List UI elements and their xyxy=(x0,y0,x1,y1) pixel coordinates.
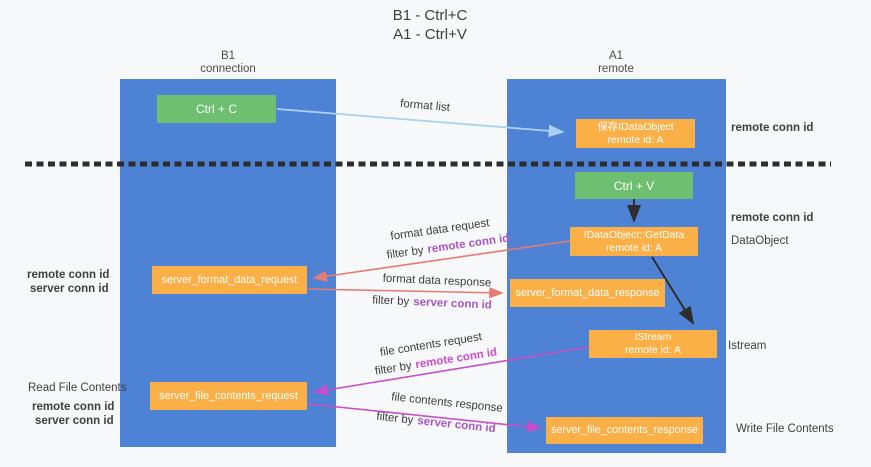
node-server-format-data-request-label: server_format_data_request xyxy=(161,273,298,286)
arrow-file-contents-response xyxy=(308,403,542,433)
node-getdata-line2: remote id: A xyxy=(605,241,663,254)
node-getdata-line1: IDataObject::GetData xyxy=(583,228,685,241)
node-ctrl-v: Ctrl + V xyxy=(575,172,693,199)
title-line-2: A1 - Ctrl+V xyxy=(393,26,467,43)
node-server-format-data-request: server_format_data_request xyxy=(152,266,307,294)
title-line-1: B1 - Ctrl+C xyxy=(392,7,468,24)
annotation-remote-conn-id-top: remote conn id xyxy=(731,122,814,134)
node-istream-line2: remote id: A xyxy=(624,344,682,356)
node-save-idataobject: 保存IDataObject remote id: A xyxy=(576,119,695,148)
annotation-write-file-contents: Write File Contents xyxy=(736,423,834,435)
node-server-format-data-response: server_format_data_response xyxy=(510,279,665,307)
lane-header-b1: B1 connection xyxy=(178,50,278,76)
node-server-file-contents-request-label: server_file_contents_request xyxy=(159,389,298,402)
node-idataobject-getdata: IDataObject::GetData remote id: A xyxy=(570,227,698,256)
annotation-read-file-contents: Read File Contents xyxy=(28,382,127,394)
arrow-file-contents-request xyxy=(313,346,590,396)
lane-b1-title: B1 xyxy=(220,50,236,62)
node-server-file-contents-response: server_file_contents_response xyxy=(546,417,703,444)
arrow-format-data-response xyxy=(307,287,504,299)
lane-b1-subtitle: connection xyxy=(200,63,256,75)
annotation-left-server-conn-id: server conn id xyxy=(30,283,109,295)
node-ctrl-c-label: Ctrl + C xyxy=(195,102,237,116)
arrow-format-data-request xyxy=(312,240,571,282)
node-server-file-contents-response-label: server_file_contents_response xyxy=(550,424,699,436)
node-server-format-data-response-label: server_format_data_response xyxy=(515,286,660,299)
node-server-file-contents-request: server_file_contents_request xyxy=(150,382,307,410)
node-istream: IStream remote id: A xyxy=(589,330,717,358)
diagram-title: B1 - Ctrl+C A1 - Ctrl+V xyxy=(335,6,525,44)
node-ctrl-v-label: Ctrl + V xyxy=(613,178,655,193)
arrow-getdata-to-istream xyxy=(651,256,695,325)
node-save-idataobject-line2: remote id: A xyxy=(607,133,664,146)
annotation-left2-remote-conn-id: remote conn id xyxy=(32,401,115,413)
annotation-left2-server-conn-id: server conn id xyxy=(35,415,114,427)
arrow-format-list xyxy=(276,108,565,138)
node-save-idataobject-line1: 保存IDataObject xyxy=(597,120,674,133)
annotation-dataobject: DataObject xyxy=(731,235,789,247)
node-ctrl-c: Ctrl + C xyxy=(157,95,276,123)
lane-a1-subtitle: remote xyxy=(598,63,634,75)
annotation-remote-conn-id-mid: remote conn id xyxy=(731,212,814,224)
annotation-left-remote-conn-id: remote conn id xyxy=(27,269,110,281)
lane-a1-title: A1 xyxy=(608,50,624,62)
annotation-istream: Istream xyxy=(728,340,767,352)
node-istream-line1: IStream xyxy=(634,331,672,343)
lane-header-a1: A1 remote xyxy=(566,50,666,76)
